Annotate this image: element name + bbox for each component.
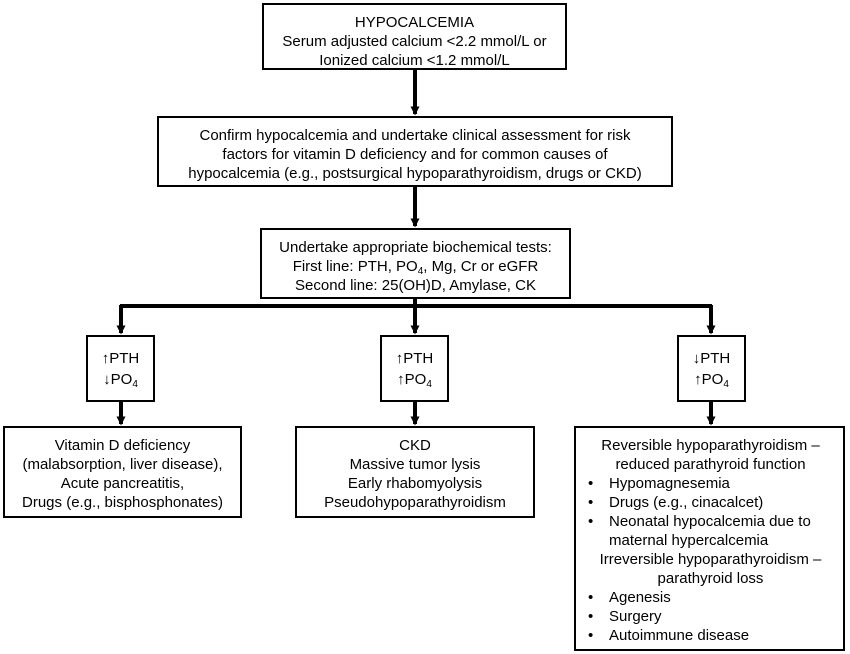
ionized-calcium-criterion: Ionized calcium <1.2 mmol/L: [319, 52, 510, 69]
assessment-line-2: factors for vitamin D deficiency and for…: [222, 146, 608, 163]
po4-indicator: ↓PO4: [103, 371, 138, 390]
list-item: Agenesis: [582, 588, 839, 607]
assessment-line-1: Confirm hypocalcemia and undertake clini…: [199, 127, 631, 144]
reversible-heading-line-2: reduced parathyroid function: [615, 456, 806, 473]
hypocalcemia-title: HYPOCALCEMIA: [354, 14, 475, 31]
lab-result-high-pth-low-po4: ↑PTH ↓PO4: [86, 335, 155, 402]
hypoparathyroidism-box: Reversible hypoparathyroidism – reduced …: [574, 426, 845, 651]
result-line: CKD: [399, 437, 431, 454]
lab-result-high-pth-high-po4: ↑PTH ↑PO4: [380, 335, 449, 402]
list-item: Hypomagnesemia: [582, 474, 839, 493]
pth-indicator: ↑PTH: [101, 350, 140, 367]
pth-indicator: ↑PTH: [395, 350, 434, 367]
irreversible-causes-list: Agenesis Surgery Autoimmune disease: [582, 588, 839, 645]
serum-calcium-criterion: Serum adjusted calcium <2.2 mmol/L or: [282, 33, 547, 50]
tests-heading: Undertake appropriate biochemical tests:: [279, 239, 552, 256]
reversible-heading-line-1: Reversible hypoparathyroidism –: [601, 437, 820, 454]
vitamin-d-deficiency-box: Vitamin D deficiency (malabsorption, liv…: [3, 426, 242, 518]
clinical-assessment-box: Confirm hypocalcemia and undertake clini…: [157, 116, 673, 187]
result-line: Vitamin D deficiency: [54, 437, 191, 454]
result-line: Drugs (e.g., bisphosphonates): [22, 494, 223, 511]
result-line: Pseudohypoparathyroidism: [324, 494, 506, 511]
result-line: Massive tumor lysis: [349, 456, 481, 473]
second-line-tests: Second line: 25(OH)D, Amylase, CK: [295, 277, 536, 294]
result-line: Early rhabomyolysis: [347, 475, 483, 492]
result-line: Acute pancreatitis,: [60, 475, 185, 492]
lab-result-low-pth-high-po4: ↓PTH ↑PO4: [677, 335, 746, 402]
first-line-tests: First line: PTH, PO4, Mg, Cr or eGFR: [292, 258, 539, 277]
po4-indicator: ↑PO4: [397, 371, 432, 390]
list-item: Drugs (e.g., cinacalcet): [582, 493, 839, 512]
irreversible-heading-line-1: Irreversible hypoparathyroidism –: [599, 551, 822, 568]
pth-indicator: ↓PTH: [692, 350, 731, 367]
irreversible-heading-line-2: parathyroid loss: [657, 570, 764, 587]
hypocalcemia-box: HYPOCALCEMIA Serum adjusted calcium <2.2…: [262, 3, 567, 70]
list-item: Autoimmune disease: [582, 626, 839, 645]
ckd-causes-box: CKD Massive tumor lysis Early rhabomyoly…: [295, 426, 535, 518]
result-line: (malabsorption, liver disease),: [22, 456, 223, 473]
po4-indicator: ↑PO4: [694, 371, 729, 390]
list-item: Surgery: [582, 607, 839, 626]
reversible-causes-list: Hypomagnesemia Drugs (e.g., cinacalcet) …: [582, 474, 839, 550]
biochemical-tests-box: Undertake appropriate biochemical tests:…: [260, 228, 571, 299]
assessment-line-3: hypocalcemia (e.g., postsurgical hypopar…: [188, 165, 642, 182]
